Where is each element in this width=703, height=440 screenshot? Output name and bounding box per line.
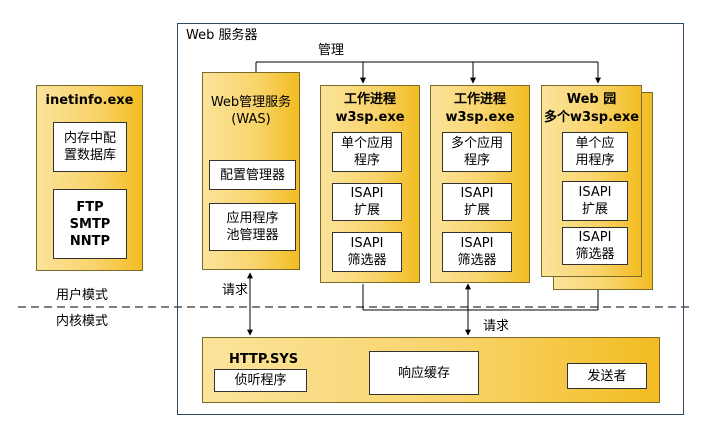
http-sys-title: HTTP.SYS [229,352,299,367]
web-garden-exe: 多个w3sp.exe [543,109,640,125]
worker2-exe: w3sp.exe [445,109,515,125]
worker2-isapi-ext-box: ISAPI扩展 [442,183,512,221]
request-label-right: 请求 [483,319,510,334]
worker-process-1: 工作进程 w3sp.exe 单个应用程序 ISAPI扩展 ISAPI筛选器 [320,85,420,283]
worker2-title: 工作进程 [453,91,506,107]
manage-label: 管理 [318,43,345,58]
protocols-box: FTP SMTP NNTP [53,189,127,259]
garden-isapi-filter-box: ISAPI筛选器 [562,227,628,265]
inetinfo-title: inetinfo.exe [45,92,134,108]
was-title: Web管理服务(WAS) [210,95,292,127]
worker2-app-box: 多个应用程序 [442,132,512,172]
worker1-isapi-filter-box: ISAPI筛选器 [332,232,402,272]
request-label-left: 请求 [222,283,249,298]
worker1-title: 工作进程 [343,91,396,107]
web-garden-title: Web 园 [566,91,617,107]
request-connectors [247,272,599,336]
app-pool-manager-box: 应用程序池管理器 [209,203,296,251]
web-server-title: Web 服务器 [186,28,258,43]
protocol-ftp: FTP [76,199,104,215]
inetinfo-box: inetinfo.exe 内存中配置数据库 FTP SMTP NNTP [36,85,143,271]
worker1-isapi-ext-box: ISAPI扩展 [332,183,402,221]
sender-box: 发送者 [567,363,647,389]
user-mode-label: 用户模式 [56,288,109,303]
web-server-frame [177,23,684,415]
web-garden-box: Web 园 多个w3sp.exe 单个应用程序 ISAPI扩展 ISAPI筛选器 [541,85,642,277]
kernel-mode-label: 内核模式 [56,314,109,329]
worker1-app-box: 单个应用程序 [332,132,402,172]
config-store-box: 内存中配置数据库 [53,122,127,172]
worker1-exe: w3sp.exe [335,109,405,125]
worker2-isapi-filter-box: ISAPI筛选器 [442,232,512,272]
http-sys-box: HTTP.SYS 侦听程序 响应缓存 发送者 [202,337,660,403]
garden-isapi-ext-box: ISAPI扩展 [562,181,628,221]
management-connector [255,61,601,84]
worker-process-2: 工作进程 w3sp.exe 多个应用程序 ISAPI扩展 ISAPI筛选器 [430,85,530,283]
was-box: Web管理服务(WAS) 配置管理器 应用程序池管理器 [202,72,300,270]
protocol-nntp: NNTP [69,233,111,249]
garden-app-box: 单个应用程序 [562,132,628,172]
protocol-smtp: SMTP [69,216,111,232]
config-manager-box: 配置管理器 [209,160,296,190]
listener-box: 侦听程序 [214,369,307,392]
response-cache-box: 响应缓存 [369,351,479,395]
